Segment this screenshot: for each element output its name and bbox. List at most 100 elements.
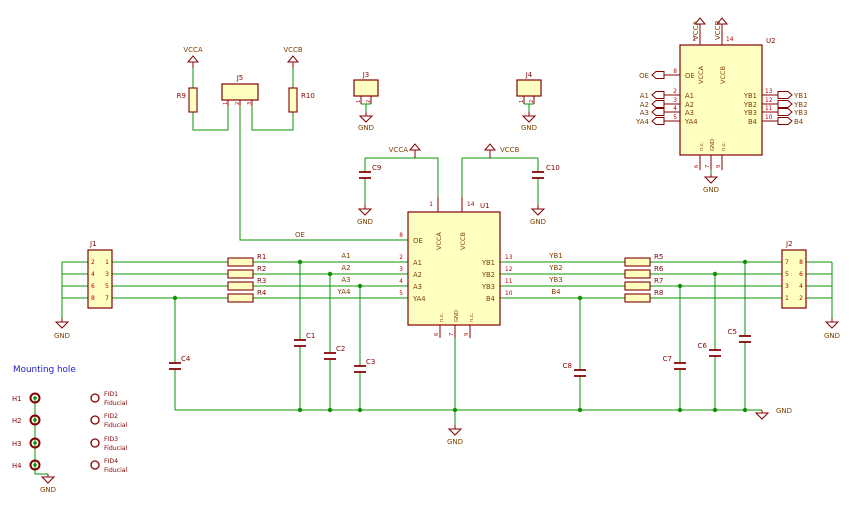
- gnd-label: GND: [357, 218, 373, 226]
- j1-body[interactable]: [87, 249, 113, 309]
- mounting-hole-h1[interactable]: [29, 392, 41, 404]
- fid2-value: Fiducial: [104, 422, 128, 429]
- capacitor-plates[interactable]: [169, 171, 751, 377]
- c1-ref: C1: [306, 332, 315, 340]
- pin-number: 7: [105, 295, 109, 302]
- ic-u1[interactable]: U1 1 14 8 2 3 4 5 13 12 11 10 6 7 9 OE A…: [399, 197, 513, 338]
- h1-ref: H1: [12, 395, 21, 403]
- connector-j5[interactable]: J5 1 2 3: [221, 74, 259, 106]
- resistor-r5[interactable]: [624, 257, 651, 267]
- capacitors[interactable]: C1 C2 C3 C4 C5 C6 C7 C8 C9 C10: [169, 164, 751, 377]
- pin-name-nc: n.c.: [439, 312, 445, 322]
- h2-ref: H2: [12, 417, 21, 425]
- global-labels[interactable]: OE A1 A2 A3 YA4 YB1 YB2 YB3 B4: [635, 71, 808, 127]
- pin-number: 1: [692, 37, 696, 43]
- power-label-vcca: VCCA: [183, 46, 203, 54]
- resistor-r8[interactable]: [624, 293, 651, 303]
- fid1-ref: FID1: [104, 391, 118, 398]
- resistor-r4[interactable]: [227, 293, 254, 303]
- fiducial-fid4[interactable]: [90, 460, 100, 470]
- vcc-symbols[interactable]: [186, 17, 729, 158]
- pin-number: 12: [765, 98, 773, 104]
- ic-u2[interactable]: U2 1 14 8 2 3 4 5 13 12 11 10 6 7 9 OE A…: [664, 30, 778, 170]
- wires-top: [34, 68, 712, 475]
- c3-ref: C3: [366, 358, 375, 366]
- pin-name-ya4: YA4: [412, 295, 426, 303]
- pin-number: 2: [799, 295, 803, 302]
- pin-number: 1: [105, 259, 109, 266]
- u1-body[interactable]: [407, 211, 501, 326]
- c7-ref: C7: [663, 355, 672, 363]
- j3-body[interactable]: [353, 79, 379, 97]
- pin-name-yb3: YB3: [743, 109, 757, 117]
- mounting-hole-h3[interactable]: [29, 437, 41, 449]
- pin-number: 3: [247, 102, 253, 105]
- resistor-r9[interactable]: [188, 87, 198, 113]
- fid4-ref: FID4: [104, 458, 118, 465]
- resistor-r2[interactable]: [227, 269, 254, 279]
- pin-number: 2: [235, 102, 241, 105]
- resistor-r7[interactable]: [624, 281, 651, 291]
- fiducial-fid1[interactable]: [90, 393, 100, 403]
- j2-ref: J2: [785, 240, 793, 248]
- resistor-r3[interactable]: [227, 281, 254, 291]
- pin-name-yb1: YB1: [481, 259, 495, 267]
- junction-dots: [172, 259, 748, 413]
- j5-body[interactable]: [221, 83, 259, 101]
- pin-name-yb2: YB2: [481, 271, 495, 279]
- fiducial-fid2[interactable]: [90, 415, 100, 425]
- mounting-holes[interactable]: Mounting hole H1 H2 H3 H4: [12, 365, 76, 471]
- pin-number: 1: [519, 100, 525, 103]
- pin-name-a1: A1: [685, 92, 694, 100]
- pin-name-gnd: GND: [710, 139, 716, 151]
- junction: [452, 407, 458, 413]
- gnd-label: GND: [530, 218, 546, 226]
- r3-ref: R3: [257, 277, 266, 285]
- fiducials[interactable]: FID1 Fiducial FID2 Fiducial FID3 Fiducia…: [90, 391, 128, 474]
- r6-ref: R6: [654, 265, 664, 273]
- resistor-r6[interactable]: [624, 269, 651, 279]
- pin-number: 13: [765, 89, 773, 95]
- mounting-hole-h2[interactable]: [29, 414, 41, 426]
- gnd-label: GND: [358, 124, 374, 132]
- junction: [357, 407, 363, 413]
- pin-number: 14: [467, 202, 475, 208]
- connector-j4[interactable]: J4 1 2: [516, 71, 542, 104]
- c9-ref: C9: [372, 164, 381, 172]
- j1-ref: J1: [89, 240, 97, 248]
- pin-number: 13: [505, 255, 513, 261]
- junction: [577, 407, 583, 413]
- mounting-hole-h4[interactable]: [29, 459, 41, 471]
- connector-j3[interactable]: J3 1 2: [353, 71, 379, 104]
- j4-body[interactable]: [516, 79, 542, 97]
- resistor-r10[interactable]: [288, 87, 298, 113]
- net-label-a3: A3: [341, 276, 350, 284]
- pin-number: 5: [673, 115, 677, 121]
- fiducial-fid3[interactable]: [90, 438, 100, 448]
- pin-name-vcca: VCCA: [697, 65, 705, 84]
- pin-number: 6: [799, 271, 803, 278]
- global-label-a1: A1: [640, 92, 649, 100]
- pin-name-nc: n.c.: [469, 312, 475, 322]
- r2-ref: R2: [257, 265, 266, 273]
- hole-pad: [33, 463, 37, 467]
- r5-ref: R5: [654, 253, 663, 261]
- c8-ref: C8: [563, 362, 572, 370]
- net-labels: OE A1 A2 A3 YA4 YB1 YB2 YB3 B4: [295, 231, 563, 296]
- u1-ref: U1: [480, 202, 490, 210]
- fid3-ref: FID3: [104, 436, 118, 443]
- r8-ref: R8: [654, 289, 663, 297]
- power-symbols[interactable]: VCCA VCCB VCCA VCCB VCCA VCCB GND GND GN…: [40, 17, 840, 494]
- net-label-ya4: YA4: [337, 288, 352, 296]
- connector-j2[interactable]: J2 7 5 3 1 8 6 4 2: [781, 240, 807, 309]
- gnd-symbols[interactable]: [40, 112, 840, 484]
- h3-ref: H3: [12, 440, 21, 448]
- pin-number: 6: [91, 283, 95, 290]
- connector-j1[interactable]: J1 2 4 6 8 1 3 5 7: [87, 240, 113, 309]
- j2-body[interactable]: [781, 249, 807, 309]
- u2-body[interactable]: [679, 44, 763, 156]
- gnd-label: GND: [40, 486, 56, 494]
- resistors[interactable]: R1 R2 R3 R4 R5 R6 R7 R8 R9 R10: [177, 87, 664, 303]
- resistor-r1[interactable]: [227, 257, 254, 267]
- power-label-vccb: VCCB: [283, 46, 303, 54]
